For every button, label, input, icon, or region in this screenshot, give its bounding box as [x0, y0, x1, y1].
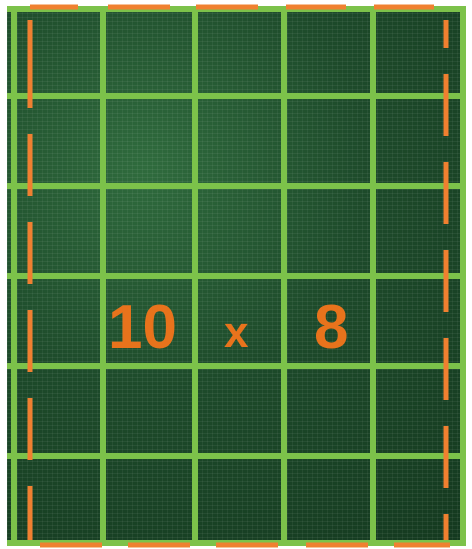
- cols-count-label: 8: [314, 292, 348, 364]
- times-symbol-label: x: [224, 308, 248, 358]
- grid-lines: [7, 6, 466, 546]
- rows-count-label: 10: [108, 292, 177, 364]
